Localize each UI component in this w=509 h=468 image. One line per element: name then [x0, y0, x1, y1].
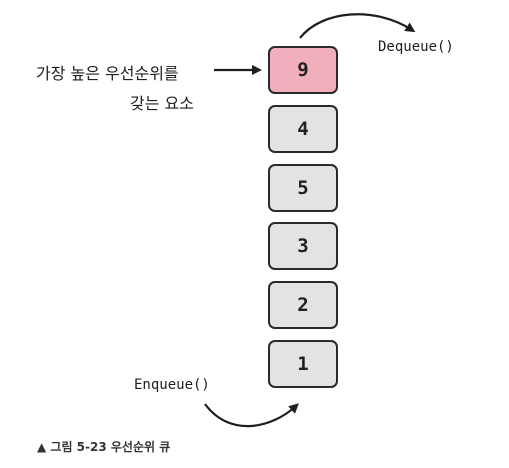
figure-caption: ▲ 그림 5-23 우선순위 큐 — [37, 440, 171, 454]
enqueue-arrow — [204, 403, 299, 428]
queue-item: 5 — [268, 164, 338, 212]
dequeue-label: Dequeue() — [378, 39, 454, 55]
enqueue-label: Enqueue() — [134, 377, 210, 393]
annotation-text-line2: 갖는 요소 — [130, 94, 194, 113]
dequeue-arrow — [299, 13, 416, 39]
annotation-text-line1: 가장 높은 우선순위를 — [36, 64, 179, 83]
queue-item: 2 — [268, 281, 338, 329]
queue-item: 1 — [268, 340, 338, 388]
queue-item-highest-priority: 9 — [268, 46, 338, 94]
queue-item: 4 — [268, 105, 338, 153]
queue-item: 3 — [268, 222, 338, 270]
